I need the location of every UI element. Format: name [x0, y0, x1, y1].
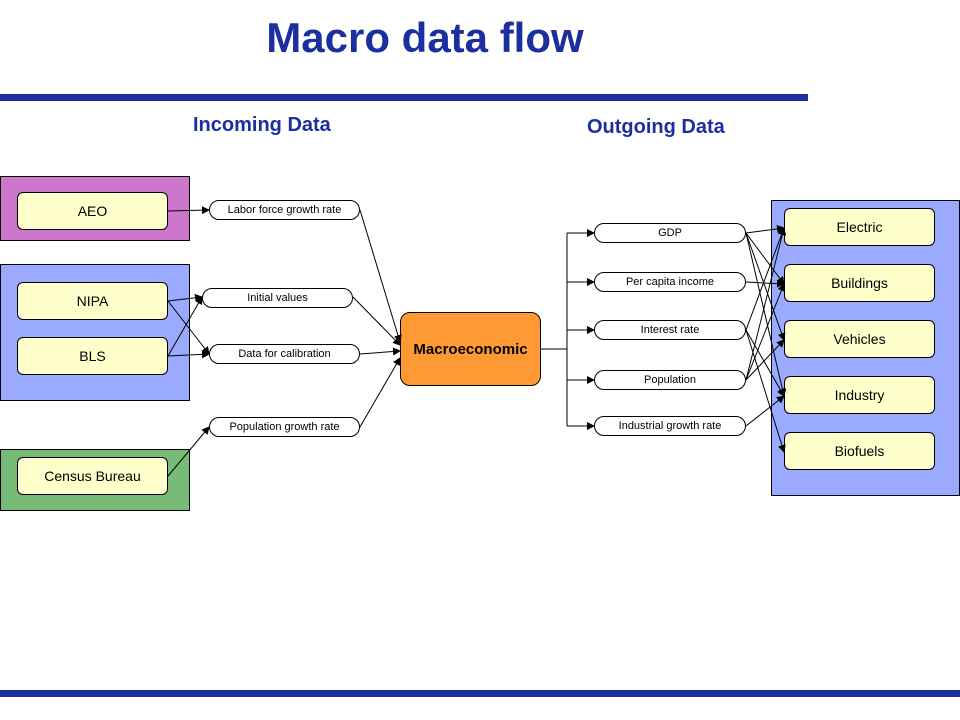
- sector-electric: Electric: [784, 208, 935, 246]
- input-population-growth-rate: Population growth rate: [209, 417, 360, 437]
- output-population: Population: [594, 370, 746, 390]
- incoming-heading: Incoming Data: [193, 114, 331, 136]
- page-title: Macro data flow: [266, 14, 584, 61]
- arrow-bls-to-initial: [167, 296, 203, 357]
- output-gdp: GDP: [594, 223, 746, 243]
- input-labor-force-growth-rate: Labor force growth rate: [209, 200, 360, 220]
- bottom-divider: [0, 690, 960, 697]
- arrow-labor-to-model: [359, 209, 402, 343]
- sector-vehicles: Vehicles: [784, 320, 935, 358]
- arrow-calibration-to-model: [359, 347, 401, 356]
- arrow-census-to-population-growth: [167, 426, 210, 477]
- sector-buildings: Buildings: [784, 264, 935, 302]
- arrow-nipa-to-initial: [167, 293, 203, 302]
- output-per-capita-income: Per capita income: [594, 272, 746, 292]
- arrow-bls-to-calibration: [167, 350, 210, 359]
- source-aeo: AEO: [17, 192, 168, 230]
- arrow-population-growth-to-model: [359, 357, 401, 428]
- output-industrial-growth-rate: Industrial growth rate: [594, 416, 746, 436]
- output-interest-rate: Interest rate: [594, 320, 746, 340]
- outgoing-heading: Outgoing Data: [587, 116, 725, 138]
- input-initial-values: Initial values: [202, 288, 353, 308]
- source-census-bureau: Census Bureau: [17, 457, 168, 495]
- sector-industry: Industry: [784, 376, 935, 414]
- macroeconomic-model: Macroeconomic: [400, 312, 541, 386]
- arrow-aeo-to-labor: [167, 206, 210, 215]
- source-bls: BLS: [17, 337, 168, 375]
- arrow-initial-to-model: [352, 296, 401, 346]
- sector-biofuels: Biofuels: [784, 432, 935, 470]
- top-divider: [0, 94, 808, 101]
- source-nipa: NIPA: [17, 282, 168, 320]
- arrow-nipa-to-calibration: [167, 300, 210, 355]
